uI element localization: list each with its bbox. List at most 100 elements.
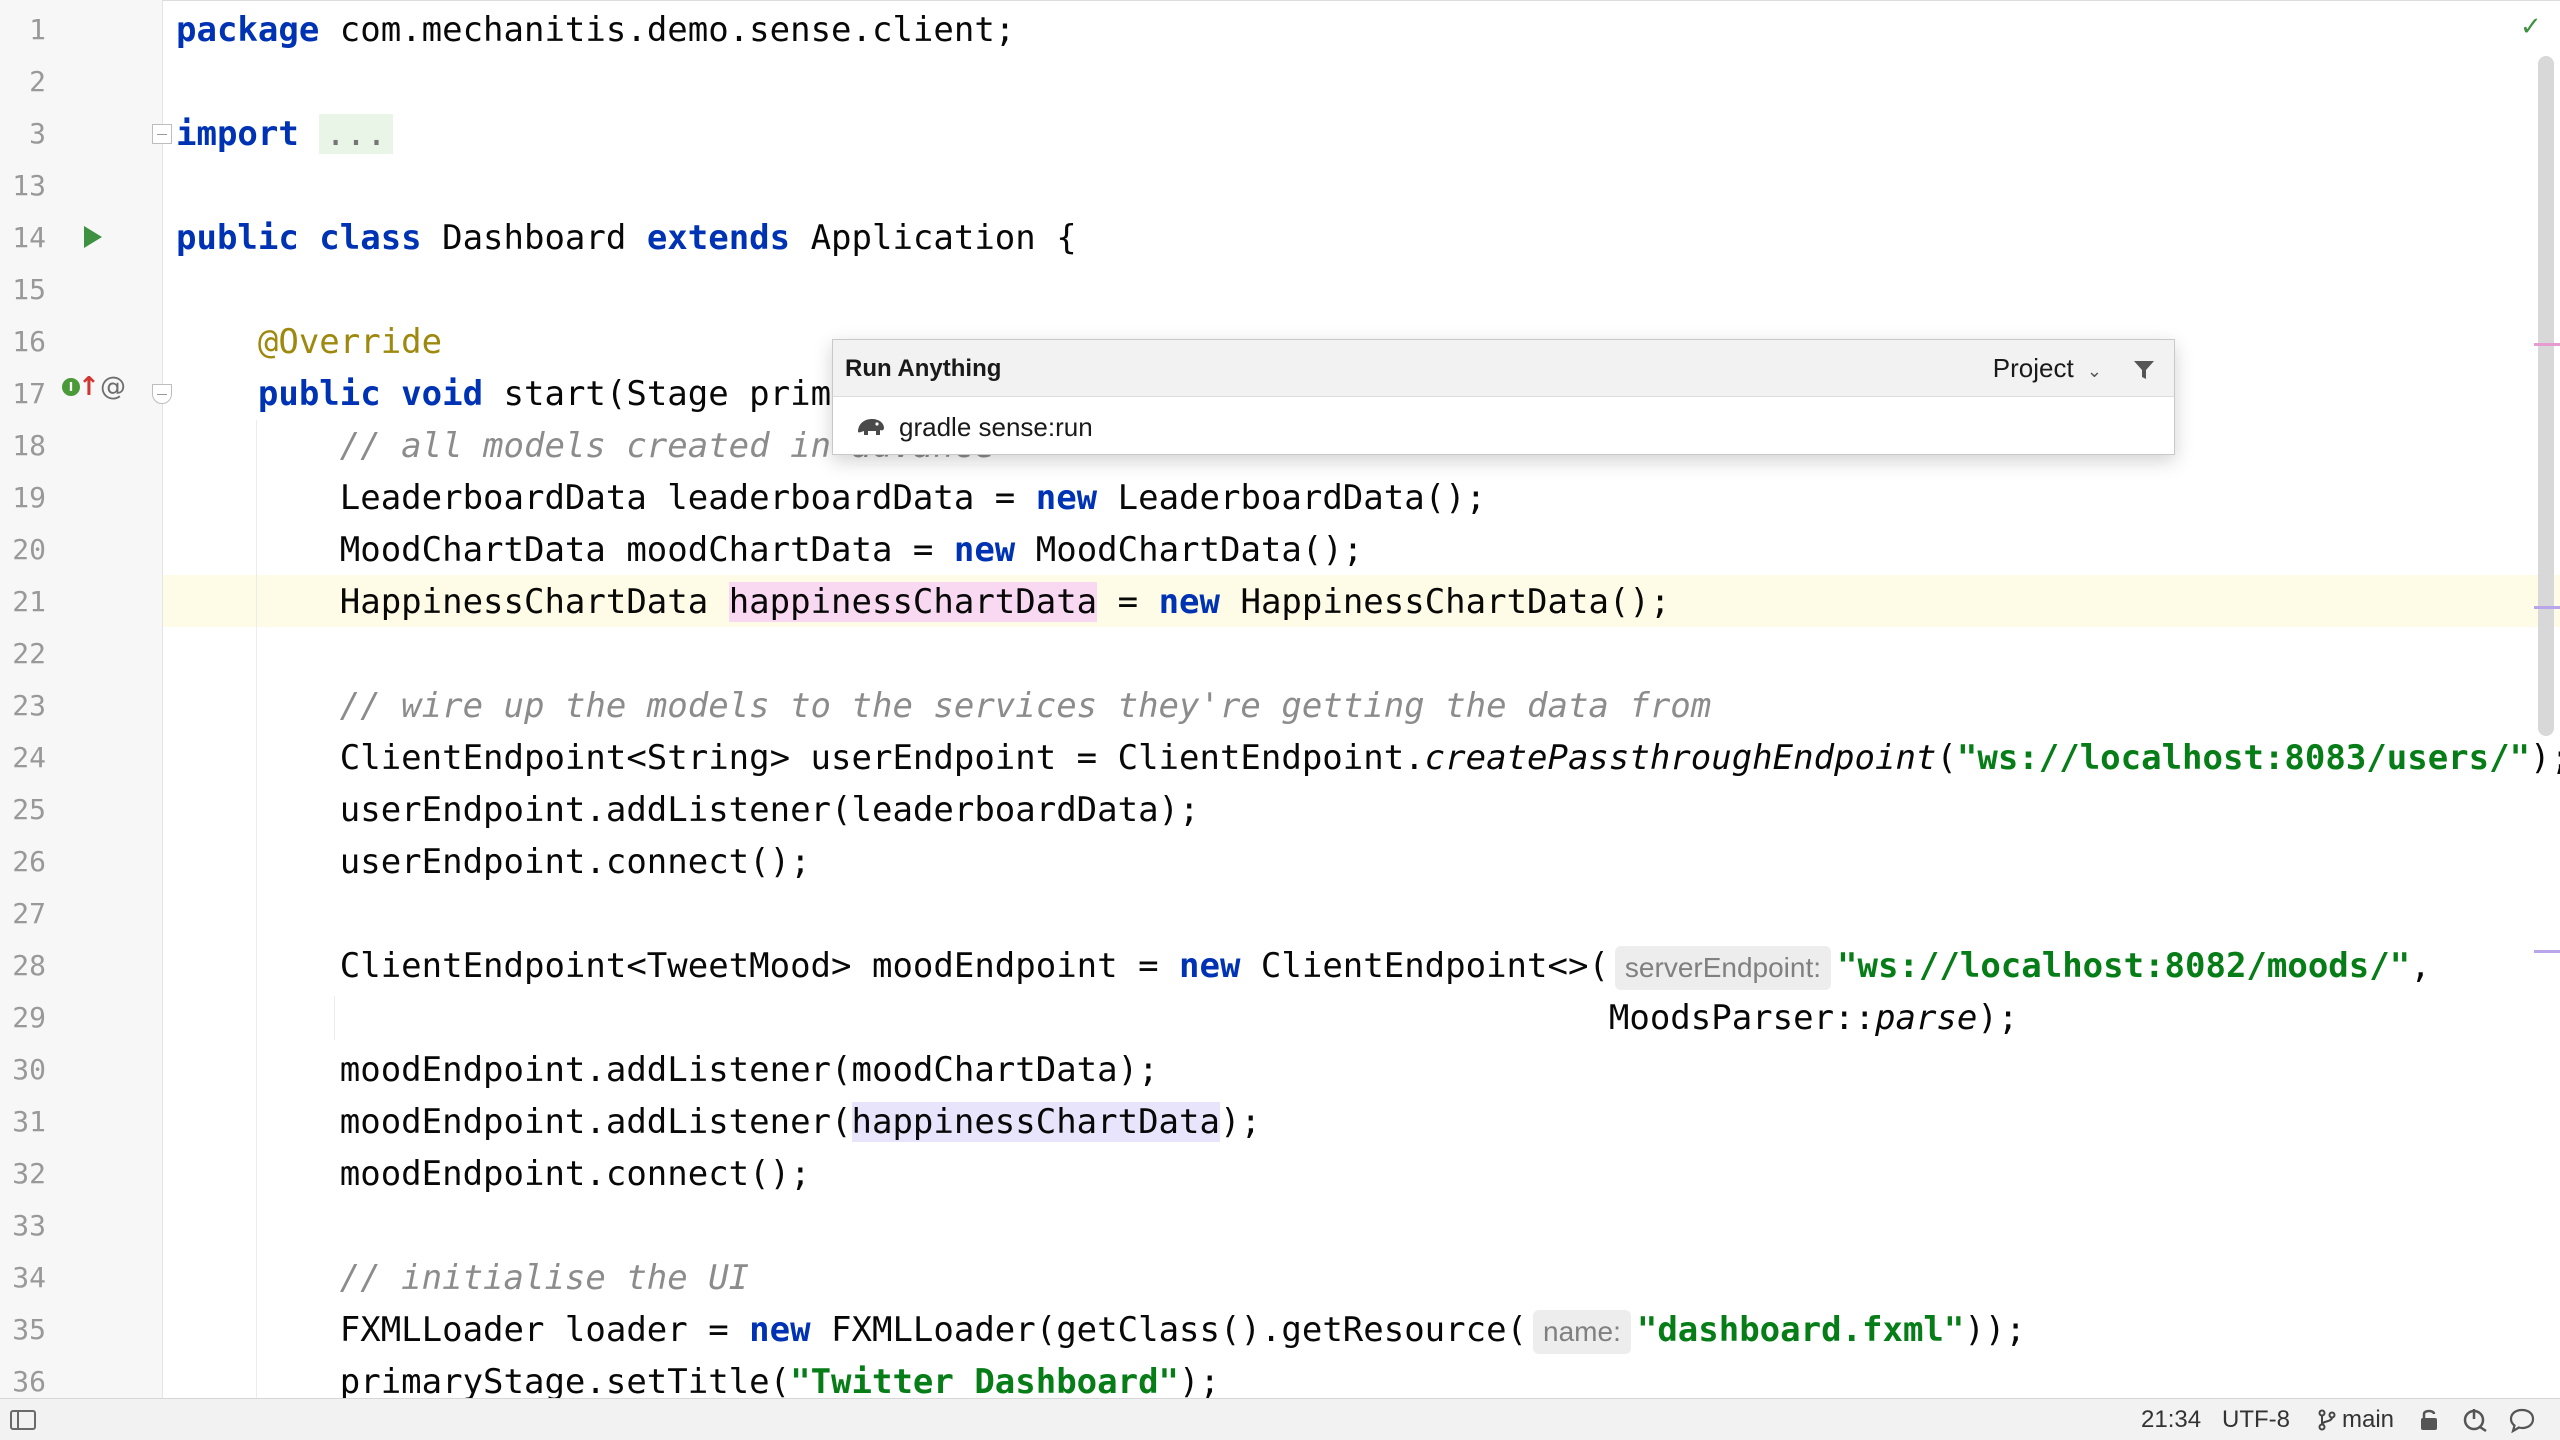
line-number[interactable]: 21 <box>12 585 46 618</box>
line-number[interactable]: 14 <box>12 221 46 254</box>
line-number[interactable]: 13 <box>12 169 46 202</box>
code-token: // wire up the models to the services th… <box>176 686 1712 726</box>
current-line-highlight <box>0 575 2560 627</box>
line-number[interactable]: 29 <box>12 1001 46 1034</box>
line-number[interactable]: 24 <box>12 741 46 774</box>
line-number[interactable]: 20 <box>12 533 46 566</box>
checkmark-icon[interactable]: ✓ <box>2520 12 2542 42</box>
line-number[interactable]: 3 <box>29 117 46 150</box>
code-line[interactable]: LeaderboardData leaderboardData = new Le… <box>176 472 1486 524</box>
code-token: @Override <box>176 322 443 362</box>
line-number[interactable]: 28 <box>12 949 46 982</box>
line-number[interactable]: 30 <box>12 1053 46 1086</box>
code-token: ... <box>319 114 393 154</box>
vertical-scrollbar[interactable] <box>2538 56 2554 736</box>
line-number[interactable]: 16 <box>12 325 46 358</box>
code-token: HappinessChartData <box>176 582 729 622</box>
line-number[interactable]: 26 <box>12 845 46 878</box>
code-token: ClientEndpoint<TweetMood> moodEndpoint = <box>176 946 1180 986</box>
line-number[interactable]: 18 <box>12 429 46 462</box>
line-number[interactable]: 33 <box>12 1209 46 1242</box>
code-token: moodEndpoint.connect(); <box>176 1154 811 1194</box>
git-branch-icon[interactable] <box>2318 1409 2336 1431</box>
code-token: ); <box>1179 1362 1220 1398</box>
line-number[interactable]: 22 <box>12 637 46 670</box>
code-token <box>176 374 258 414</box>
code-line[interactable]: // wire up the models to the services th… <box>176 680 1711 732</box>
code-line[interactable]: primaryStage.setTitle("Twitter Dashboard… <box>176 1356 1220 1398</box>
code-token: createPassthroughEndpoint <box>1424 738 1937 778</box>
file-encoding[interactable]: UTF-8 <box>2222 1406 2290 1433</box>
line-number[interactable]: 19 <box>12 481 46 514</box>
run-anything-input[interactable] <box>899 398 2099 456</box>
line-number[interactable]: 1 <box>29 13 46 46</box>
code-line[interactable]: MoodsParser::parse); <box>176 992 2018 1044</box>
code-area[interactable]: package com.mechanitis.demo.sense.client… <box>176 0 2560 1398</box>
line-number[interactable]: 35 <box>12 1313 46 1346</box>
code-token: "Twitter Dashboard" <box>790 1362 1180 1398</box>
power-save-icon[interactable] <box>2460 1407 2488 1433</box>
stripe-mark[interactable] <box>2534 950 2560 953</box>
code-token: = <box>1097 582 1159 622</box>
code-line[interactable]: FXMLLoader loader = new FXMLLoader(getCl… <box>176 1304 2026 1356</box>
line-number[interactable]: 23 <box>12 689 46 722</box>
run-anything-popup: Run Anything Project ⌄ <box>832 339 2175 456</box>
code-line[interactable]: import ... <box>176 108 393 160</box>
indent-guide <box>334 996 335 1040</box>
code-line[interactable]: moodEndpoint.addListener(moodChartData); <box>176 1044 1159 1096</box>
caret-position[interactable]: 21:34 <box>2141 1406 2202 1433</box>
code-line[interactable]: HappinessChartData happinessChartData = … <box>176 576 1670 628</box>
code-token: moodEndpoint.addListener(moodChartData); <box>176 1050 1159 1090</box>
override-arrow-icon[interactable]: ↑ <box>78 372 100 402</box>
line-number[interactable]: 36 <box>12 1365 46 1398</box>
at-annotation-icon[interactable]: @ <box>100 372 126 402</box>
implements-method-icon[interactable]: I <box>62 378 80 396</box>
code-token: "ws://localhost:8083/users/" <box>1956 738 2531 778</box>
toggle-tool-windows-icon[interactable] <box>10 1410 36 1430</box>
code-token: new <box>953 530 1016 570</box>
fold-imports-icon[interactable] <box>152 124 172 144</box>
code-token: "dashboard.fxml" <box>1636 1310 1965 1350</box>
code-token: ClientEndpoint<String> userEndpoint = Cl… <box>176 738 1425 778</box>
code-token: HappinessChartData(); <box>1220 582 1671 622</box>
code-token: happinessChartData <box>851 1102 1220 1142</box>
line-number[interactable]: 2 <box>29 65 46 98</box>
code-line[interactable]: MoodChartData moodChartData = new MoodCh… <box>176 524 1364 576</box>
code-token: new <box>1158 582 1220 622</box>
line-number[interactable]: 34 <box>12 1261 46 1294</box>
code-line[interactable]: package com.mechanitis.demo.sense.client… <box>176 4 1015 56</box>
fold-method-icon[interactable] <box>152 384 172 404</box>
notifications-bubble-icon[interactable] <box>2508 1407 2536 1433</box>
code-line[interactable]: userEndpoint.connect(); <box>176 836 811 888</box>
code-line[interactable]: public class Dashboard extends Applicati… <box>176 212 1077 264</box>
filter-icon[interactable] <box>2132 358 2156 382</box>
run-gutter-icon[interactable] <box>84 226 102 248</box>
stripe-mark[interactable] <box>2534 343 2560 346</box>
line-number[interactable]: 32 <box>12 1157 46 1190</box>
code-line[interactable]: userEndpoint.addListener(leaderboardData… <box>176 784 1200 836</box>
line-number[interactable]: 27 <box>12 897 46 930</box>
lock-icon[interactable] <box>2418 1408 2440 1432</box>
code-line[interactable]: @Override <box>176 316 442 368</box>
line-number[interactable]: 31 <box>12 1105 46 1138</box>
code-line[interactable]: // initialise the UI <box>176 1252 749 1304</box>
code-token: com.mechanitis.demo.sense.client; <box>319 10 1016 50</box>
code-token: package <box>176 10 320 50</box>
scope-dropdown[interactable]: Project ⌄ <box>1993 340 2102 400</box>
code-line[interactable]: ClientEndpoint<TweetMood> moodEndpoint =… <box>176 940 2431 992</box>
code-line[interactable]: moodEndpoint.addListener(happinessChartD… <box>176 1096 1261 1148</box>
code-token: LeaderboardData(); <box>1097 478 1487 518</box>
code-token: extends <box>646 218 791 258</box>
code-token <box>299 114 319 154</box>
git-branch[interactable]: main <box>2342 1406 2395 1433</box>
line-number[interactable]: 17 <box>12 377 46 410</box>
code-token: FXMLLoader loader = <box>176 1310 750 1350</box>
line-number[interactable]: 15 <box>12 273 46 306</box>
stripe-mark[interactable] <box>2534 606 2560 609</box>
code-token: userEndpoint.addListener(leaderboardData… <box>176 790 1200 830</box>
line-number[interactable]: 25 <box>12 793 46 826</box>
code-line[interactable]: moodEndpoint.connect(); <box>176 1148 811 1200</box>
code-line[interactable]: ClientEndpoint<String> userEndpoint = Cl… <box>176 732 2560 784</box>
